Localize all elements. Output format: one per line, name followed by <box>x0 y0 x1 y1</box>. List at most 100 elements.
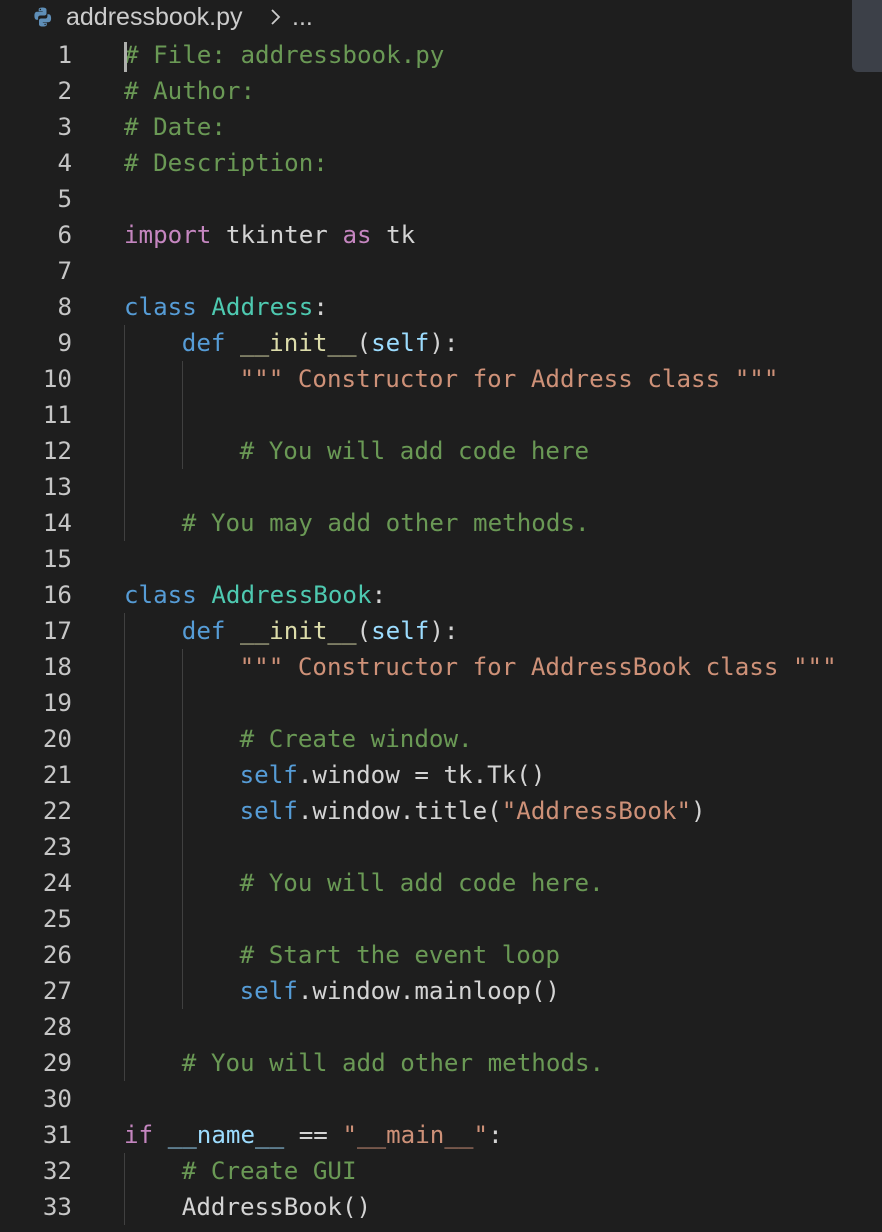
code-editor[interactable]: 1 # File: addressbook.py 2# Author:3# Date… <box>0 37 882 1225</box>
code-token: tk <box>371 221 416 249</box>
indent-guide <box>124 613 125 1081</box>
code-token: class <box>124 293 197 321</box>
breadcrumb-symbols[interactable]: ... <box>292 3 313 31</box>
code-line[interactable]: 23 <box>0 829 882 865</box>
line-number: 25 <box>42 905 72 933</box>
code-line[interactable]: 24 # You will add code here. <box>0 865 882 901</box>
code-text: # Author: <box>124 73 255 109</box>
code-text: def __init__(self): <box>124 325 459 361</box>
code-token: # You may add other methods. <box>181 509 590 537</box>
line-number: 19 <box>42 689 72 717</box>
code-token: # Create GUI <box>181 1157 357 1185</box>
line-number: 7 <box>57 257 72 285</box>
code-token: # You will add code here. <box>239 869 604 897</box>
line-number: 15 <box>42 545 72 573</box>
code-line[interactable]: 18""" Constructor for AddressBook class … <box>0 649 882 685</box>
code-text: # You will add other methods. <box>124 1045 604 1081</box>
code-text: """ Constructor for AddressBook class ""… <box>124 649 837 685</box>
code-text: AddressBook() <box>124 1189 371 1225</box>
code-text: self.window.mainloop() <box>124 973 560 1009</box>
code-token: if <box>124 1121 154 1149</box>
minimap-slider[interactable] <box>852 0 882 72</box>
indent-guide <box>124 1153 125 1225</box>
code-line[interactable]: 31 if __name__ == "__main__": <box>0 1117 882 1153</box>
code-token: def <box>181 329 226 357</box>
code-line[interactable]: 33 AddressBook() <box>0 1189 882 1225</box>
code-token: .window.mainloop() <box>297 977 560 1005</box>
code-token <box>225 617 240 645</box>
breadcrumb-file[interactable]: addressbook.py <box>66 3 243 31</box>
code-token: """ Constructor for Address class """ <box>239 365 779 393</box>
code-token: # File: addressbook.py <box>124 41 445 69</box>
code-token: self <box>371 617 430 645</box>
code-token <box>225 329 240 357</box>
code-line[interactable]: 1 # File: addressbook.py <box>0 37 882 73</box>
line-number: 24 <box>42 869 72 897</box>
code-line[interactable]: 3# Date: <box>0 109 882 145</box>
line-number: 31 <box>42 1121 72 1149</box>
code-token: ): <box>429 329 459 357</box>
code-line[interactable]: 20# Create window. <box>0 721 882 757</box>
code-line[interactable]: 27 self.window.mainloop() <box>0 973 882 1009</box>
code-token: : <box>313 293 328 321</box>
code-token: # Create window. <box>239 725 473 753</box>
code-token: """ Constructor for AddressBook class ""… <box>239 653 837 681</box>
code-line[interactable]: 15 <box>0 541 882 577</box>
line-number: 16 <box>42 581 72 609</box>
code-token: __init__ <box>240 329 357 357</box>
chevron-right-icon <box>271 9 281 25</box>
code-line[interactable]: 12# You will add code here <box>0 433 882 469</box>
code-line[interactable]: 14 # You may add other methods. <box>0 505 882 541</box>
code-token <box>197 581 212 609</box>
code-text: if __name__ == "__main__": <box>124 1117 503 1153</box>
code-line[interactable]: 19 <box>0 685 882 721</box>
line-number: 30 <box>42 1085 72 1113</box>
line-number: 22 <box>42 797 72 825</box>
code-line[interactable]: 28 <box>0 1009 882 1045</box>
code-line[interactable]: 5 <box>0 181 882 217</box>
code-line[interactable]: 9 def __init__(self): <box>0 325 882 361</box>
code-line[interactable]: 30 <box>0 1081 882 1117</box>
line-number: 14 <box>42 509 72 537</box>
code-token: : <box>371 581 387 609</box>
code-line[interactable]: 25 <box>0 901 882 937</box>
code-line[interactable]: 29# You will add other methods. <box>0 1045 882 1081</box>
code-token: == <box>284 1121 343 1149</box>
line-number: 23 <box>42 833 72 861</box>
code-token <box>197 293 212 321</box>
code-token: : <box>488 1121 503 1149</box>
indent-guide <box>181 361 183 469</box>
line-number: 33 <box>42 1193 72 1221</box>
code-token: AddressBook() <box>181 1193 372 1221</box>
code-line[interactable]: 7 <box>0 253 882 289</box>
code-token: # Date: <box>124 113 226 141</box>
code-token: ) <box>691 797 706 825</box>
line-number: 10 <box>42 365 72 393</box>
code-line[interactable]: 11 <box>0 397 882 433</box>
line-number: 26 <box>42 941 72 969</box>
code-line[interactable]: 32# Create GUI <box>0 1153 882 1189</box>
code-token: # Description: <box>124 149 328 177</box>
code-line[interactable]: 22 self.window.title("AddressBook") <box>0 793 882 829</box>
code-token: # Start the event loop <box>239 941 560 969</box>
code-text: # File: addressbook.py <box>124 37 444 73</box>
code-token: "AddressBook" <box>501 797 692 825</box>
code-line[interactable]: 10 """ Constructor for Address class """ <box>0 361 882 397</box>
line-number: 9 <box>57 329 72 357</box>
line-number: 17 <box>42 617 72 645</box>
line-number: 1 <box>57 41 72 69</box>
code-line[interactable]: 26 # Start the event loop <box>0 937 882 973</box>
code-token: .window.title( <box>297 797 502 825</box>
line-number: 11 <box>42 401 72 429</box>
indent-guide <box>124 325 125 541</box>
code-line[interactable]: 4# Description: <box>0 145 882 181</box>
code-token: self <box>239 797 298 825</box>
code-line[interactable]: 13 <box>0 469 882 505</box>
line-number: 27 <box>42 977 72 1005</box>
code-line[interactable]: 2# Author: <box>0 73 882 109</box>
